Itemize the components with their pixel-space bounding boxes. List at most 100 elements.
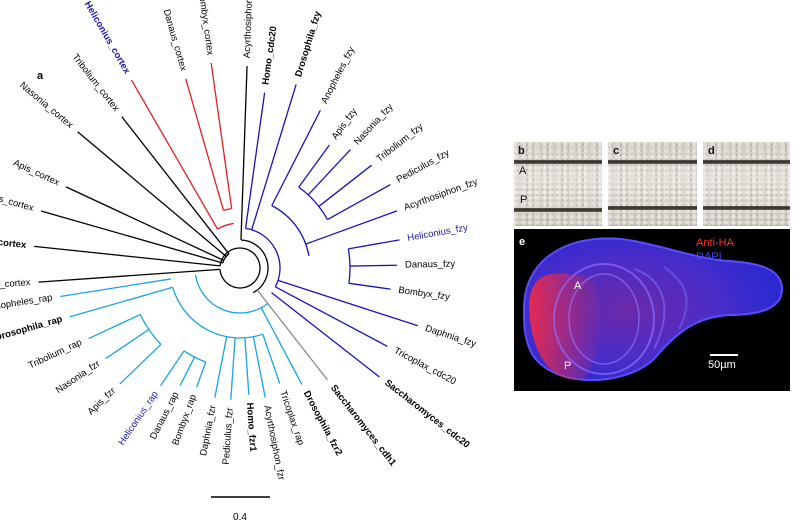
branch-tric_cdc20	[275, 286, 388, 347]
panel-e-letter: e	[519, 236, 526, 248]
label-anterior-e: A	[574, 280, 582, 292]
branch-naso_fzr	[105, 328, 150, 360]
taxon-label-apis_cortex: Apis_cortex	[11, 158, 61, 189]
taxon-label-pedi_fzy: Pediculus_fzy	[395, 147, 452, 185]
taxon-label-daph_fzy: Daphnia_fzy	[424, 323, 478, 350]
taxon-label-pedi_cortex: Pediculus_cortex	[0, 277, 31, 293]
taxon-label-tric_rap: Tricoplax_rap	[277, 389, 306, 447]
taxon-label-homo_cdc20: Homo_cdc20	[260, 25, 279, 85]
taxon-label-naso_cortex: Nasonia_cortex	[17, 80, 75, 131]
branch-bomb_fzy	[348, 282, 391, 290]
taxon-label-trib_cortex: Tribolium_cortex	[70, 52, 122, 114]
taxon-label-trib_fzy: Tribolium_fzy	[375, 121, 426, 164]
branch-heli_fzy	[348, 239, 400, 250]
branch-apis_cortex	[65, 186, 224, 261]
taxon-label-sacc_cdh1: Saccharomyces_cdh1	[328, 383, 399, 469]
branch-trib_rap	[88, 313, 141, 340]
branch-dros_fzy	[251, 84, 297, 230]
branch-daph_fzy	[277, 279, 419, 327]
arc-cortex-lep	[223, 207, 232, 211]
taxon-label-anop_rap: Anopheles_rap	[0, 292, 53, 313]
arc-fzy-hym	[298, 186, 329, 220]
stain-dapi-label: DAPI	[696, 251, 722, 263]
scale-bar-label: 0.4	[233, 512, 247, 523]
taxon-label-homo_fzr1: Homo_fzr1	[244, 402, 258, 452]
arc-rap-inner	[172, 287, 264, 339]
tree-branches	[34, 62, 419, 400]
taxon-label-sacc_cdc20: Saccharomyces_cdc20	[382, 378, 471, 451]
arc-main	[240, 239, 269, 294]
micrograph-d: d	[703, 142, 790, 226]
branch-dana_fzy	[349, 264, 397, 267]
label-posterior: P	[520, 194, 528, 206]
branch-sacc_cdc20	[271, 292, 380, 378]
branch-daph_fzr	[214, 336, 228, 398]
taxon-label-dana_cortex: Danaus_cortex	[161, 8, 189, 73]
taxon-label-daph_fzr: Daphnia_fzr	[198, 404, 219, 456]
branch-dros_fzr2	[260, 307, 303, 385]
branch-acyr_fzy	[305, 210, 398, 245]
arc-cortex	[217, 222, 234, 230]
branch-apis_fzr	[119, 343, 162, 385]
panel-b-letter: b	[518, 145, 525, 157]
panel-c-letter: c	[613, 145, 620, 157]
taxon-label-anop_fzy: Anopheles_fzy	[319, 45, 357, 106]
taxon-label-acyr_fzr: Acyrthosiphon_fzr	[261, 404, 286, 481]
branch-dana_cortex	[185, 78, 225, 211]
taxon-label-acyr_cortex: Acyrthosiphon_cortex	[242, 0, 256, 58]
taxon-label-anop_cortex: Anopheles_cortex	[0, 183, 35, 215]
branch-heli_rap	[160, 350, 185, 387]
branch-bomb_rap	[195, 361, 207, 388]
branch-dros_cortex	[34, 245, 221, 267]
branch-homo_cdc20	[244, 92, 266, 229]
branch-sacc_cdh1	[256, 289, 328, 381]
taxon-label-pedi_fzr: Pediculus_fzr	[221, 407, 236, 465]
arc-root	[219, 247, 261, 289]
taxon-label-bomb_fzy: Bombyx_fzy	[398, 285, 451, 303]
taxon-label-dros_cortex: Drosophila_cortex	[0, 231, 27, 251]
taxon-label-apis_fzr: Apis_fzr	[86, 386, 118, 418]
taxon-label-bomb_cortex: Bombyx_cortex	[196, 0, 216, 56]
branch-homo_fzr1	[244, 337, 250, 395]
arc-fzy-inner	[271, 205, 310, 256]
taxon-label-dros_rap: Drosophila_rap	[0, 314, 64, 344]
branch-trib_cortex	[121, 116, 230, 255]
arc-rap	[194, 274, 269, 314]
branch-trib_fzy	[318, 164, 372, 207]
arc-fzy-lep	[347, 248, 351, 284]
taxon-label-acyr_fzy: Acyrthosiphon_fzy	[403, 176, 480, 213]
branch-heli_cortex	[130, 79, 219, 230]
arc-fzy	[245, 227, 281, 288]
taxon-label-naso_fzr: Nasonia_fzr	[54, 359, 102, 396]
scale-bar-label-e: 50µm	[708, 359, 736, 371]
branch-pedi_fzy	[327, 184, 391, 221]
branch-dana_rap	[179, 356, 196, 386]
branch-apis_fzy	[298, 144, 330, 188]
branch-dros_rap	[69, 286, 173, 318]
micrograph-b: b A P	[514, 142, 602, 226]
branch-anop_cortex	[40, 210, 223, 264]
arc-rap-hym	[139, 314, 162, 345]
branch-bomb_cortex	[210, 62, 233, 209]
wing-disc	[522, 237, 784, 382]
branch-anop_fzy	[271, 109, 321, 206]
branch-pedi_cortex	[38, 268, 221, 283]
panel-d-letter: d	[708, 145, 715, 157]
arc-rap-lep	[183, 350, 207, 363]
fluorescence-image: e Anti-HA DAPI A P 50µm	[514, 229, 790, 391]
branch-acyr_cortex	[240, 66, 248, 241]
label-anterior: A	[519, 165, 527, 177]
taxon-label-heli_fzy: Heliconius_fzy	[406, 222, 468, 244]
taxon-label-dros_fzy: Drosophila_fzy	[293, 9, 324, 78]
branch-anop_rap	[60, 278, 171, 298]
stain-anti-ha-label: Anti-HA	[696, 237, 734, 249]
branch-naso_cortex	[77, 131, 227, 257]
label-posterior-e: P	[564, 360, 572, 372]
branch-pedi_fzr	[230, 337, 236, 400]
taxon-label-trib_rap: Tribolium_rap	[27, 337, 84, 371]
taxon-label-dana_fzy: Danaus_fzy	[405, 259, 456, 271]
micrograph-c: c	[608, 142, 697, 226]
